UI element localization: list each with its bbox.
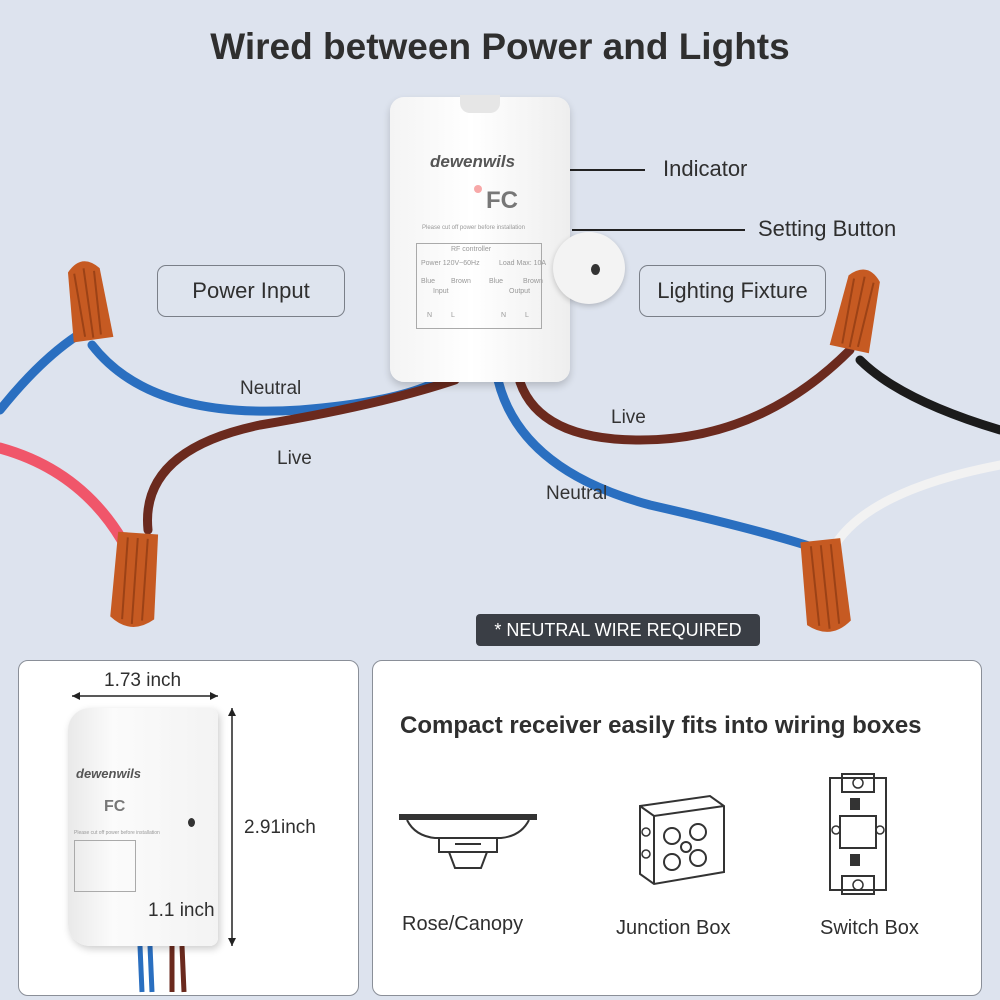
device-warning: Please cut off power before installation	[422, 225, 525, 231]
rose-canopy-label: Rose/Canopy	[402, 913, 524, 935]
wire-connector-top-right	[829, 269, 880, 354]
terminal-letter: N	[427, 312, 433, 319]
terminal-label: Blue	[489, 278, 504, 285]
brown-wire-live-output	[515, 345, 855, 445]
brown-wire-live-input	[143, 375, 460, 535]
fit-title: Compact receiver easily fits into wiring…	[400, 712, 922, 739]
fc-mark: FC	[486, 187, 518, 214]
device-notch	[460, 95, 500, 113]
rf-controller-panel: RF controller Power 120V~60Hz Load Max: …	[416, 243, 546, 329]
neutral-required-badge: * NEUTRAL WIRE REQUIRED	[476, 614, 760, 646]
wiring-illustration	[0, 169, 1000, 632]
terminal-label: Brown	[451, 278, 471, 285]
setting-button[interactable]	[591, 264, 600, 275]
setting-button-zoom	[553, 232, 625, 304]
live-input-label: Live	[277, 448, 312, 469]
blue-wire-neutral-output	[493, 375, 820, 553]
terminal-label: Blue	[421, 278, 436, 285]
switch-box-icon	[829, 773, 887, 895]
switch-box-label: Switch Box	[820, 917, 919, 939]
lighting-fixture-label: Lighting Fixture	[639, 265, 826, 317]
side-rf-panel	[74, 840, 136, 892]
terminal-letter: N	[501, 312, 507, 319]
rose-canopy-icon	[399, 814, 537, 869]
side-fc-mark: FC	[104, 798, 126, 815]
red-wire-left	[0, 442, 128, 546]
power-input-label: Power Input	[157, 265, 345, 317]
output-label: Output	[509, 288, 531, 295]
setting-button-callout: Setting Button	[758, 216, 897, 241]
load-spec: Load Max: 10A	[499, 260, 547, 267]
width-dimension: 1.73 inch	[104, 670, 182, 691]
page-title: Wired between Power and Lights	[210, 26, 790, 67]
wire-connector-bottom-right	[800, 538, 851, 632]
junction-box-label: Junction Box	[616, 917, 731, 939]
terminal-letter: L	[451, 312, 455, 319]
rf-panel-title: RF controller	[451, 246, 492, 253]
white-wire-right	[830, 460, 1000, 550]
side-setting-button	[188, 818, 195, 827]
wiring-boxes-panel	[372, 660, 982, 996]
junction-box-icon	[639, 794, 725, 886]
input-label: Input	[433, 288, 449, 295]
brand-logo: dewenwils	[430, 152, 516, 171]
neutral-output-label: Neutral	[546, 483, 608, 504]
terminal-letter: L	[525, 312, 529, 319]
wire-connector-bottom-left	[110, 531, 159, 627]
neutral-input-label: Neutral	[240, 378, 302, 399]
indicator-led	[474, 185, 482, 193]
receiver-side-view: dewenwils FC Please cut off power before…	[68, 708, 218, 946]
wire-connector-top-left	[67, 261, 114, 343]
height-dimension: 2.91inch	[244, 817, 316, 838]
depth-dimension: 1.1 inch	[148, 900, 215, 921]
power-spec: Power 120V~60Hz	[421, 260, 480, 267]
side-warning: Please cut off power before installation	[74, 830, 160, 836]
indicator-callout: Indicator	[663, 156, 748, 181]
blue-wire-left-outer	[0, 330, 83, 415]
receiver-device: dewenwils FC Please cut off power before…	[390, 95, 570, 382]
side-brand-logo: dewenwils	[76, 766, 142, 781]
black-wire-right	[855, 355, 1000, 435]
live-output-label: Live	[611, 407, 646, 428]
terminal-label: Brown	[523, 278, 543, 285]
